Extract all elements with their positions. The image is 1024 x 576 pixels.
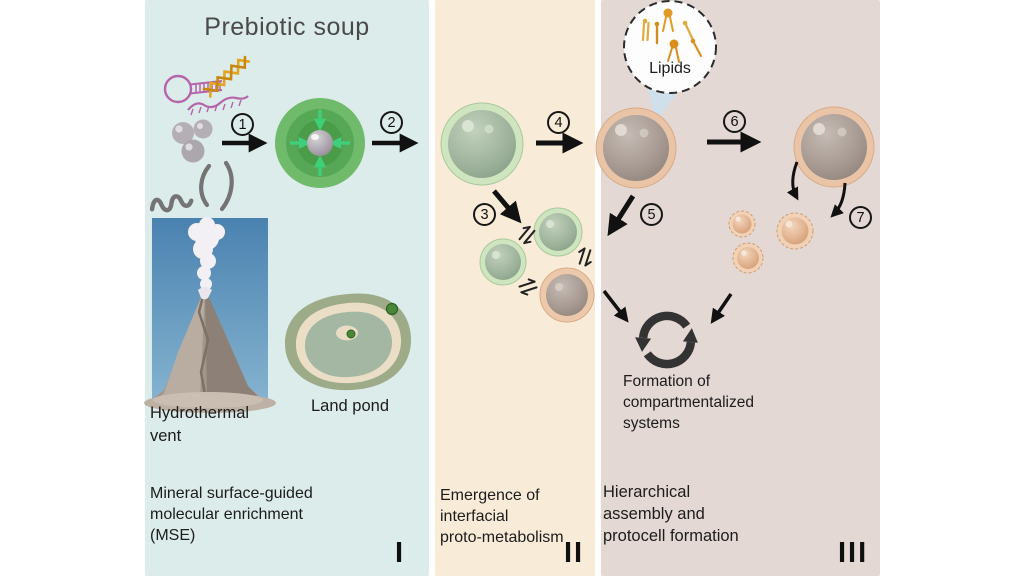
lipid-icon	[641, 8, 703, 63]
panel1-numeral: I	[395, 537, 406, 569]
tan-vesicle-icon	[539, 267, 595, 323]
green-protocell-icon	[275, 98, 365, 188]
panel-protocell-formation	[601, 0, 880, 576]
step-badge-1: 1	[231, 113, 254, 136]
step-badge-5: 5	[640, 203, 663, 226]
lipids-label: Lipids	[649, 60, 691, 77]
peach-droplet-icon	[728, 210, 814, 274]
step-badge-4: 4	[547, 111, 570, 134]
step-badge-7: 7	[849, 206, 872, 229]
panel2-caption: Emergence of interfacial proto-metabolis…	[440, 487, 564, 546]
step-badge-3: 3	[473, 203, 496, 226]
tan-protocell-icon	[595, 106, 875, 189]
peptide-squiggles-icon	[149, 160, 234, 213]
green-vesicle-icon	[440, 102, 583, 286]
vent-label: Hydrothermal vent	[150, 404, 250, 445]
hydrothermal-vent-icon	[144, 217, 276, 413]
cycle-arrows-icon	[635, 311, 698, 369]
panel1-title: Prebiotic soup	[204, 13, 370, 41]
lipids-bubble-icon	[623, 0, 717, 94]
rna-strand-icon	[187, 95, 249, 116]
panel3-caption: Hierarchical assembly and protocell form…	[603, 483, 739, 545]
molecule-cluster	[149, 55, 251, 213]
panel3-numeral: III	[838, 537, 869, 569]
land-pond-icon	[285, 293, 412, 391]
arrow-icon	[602, 131, 847, 324]
panel2-numeral: II	[564, 537, 585, 569]
pond-label: Land pond	[311, 397, 389, 415]
step-badge-2: 2	[380, 111, 403, 134]
monomer-spheres-icon	[172, 119, 213, 163]
arrow-icon	[492, 132, 584, 224]
panel1-caption: Mineral surface-guided molecular enrichm…	[150, 485, 313, 544]
recycle-caption: Formation of compartmentalized systems	[623, 373, 754, 432]
step-badge-6: 6	[723, 110, 746, 133]
dna-icon	[202, 55, 251, 98]
